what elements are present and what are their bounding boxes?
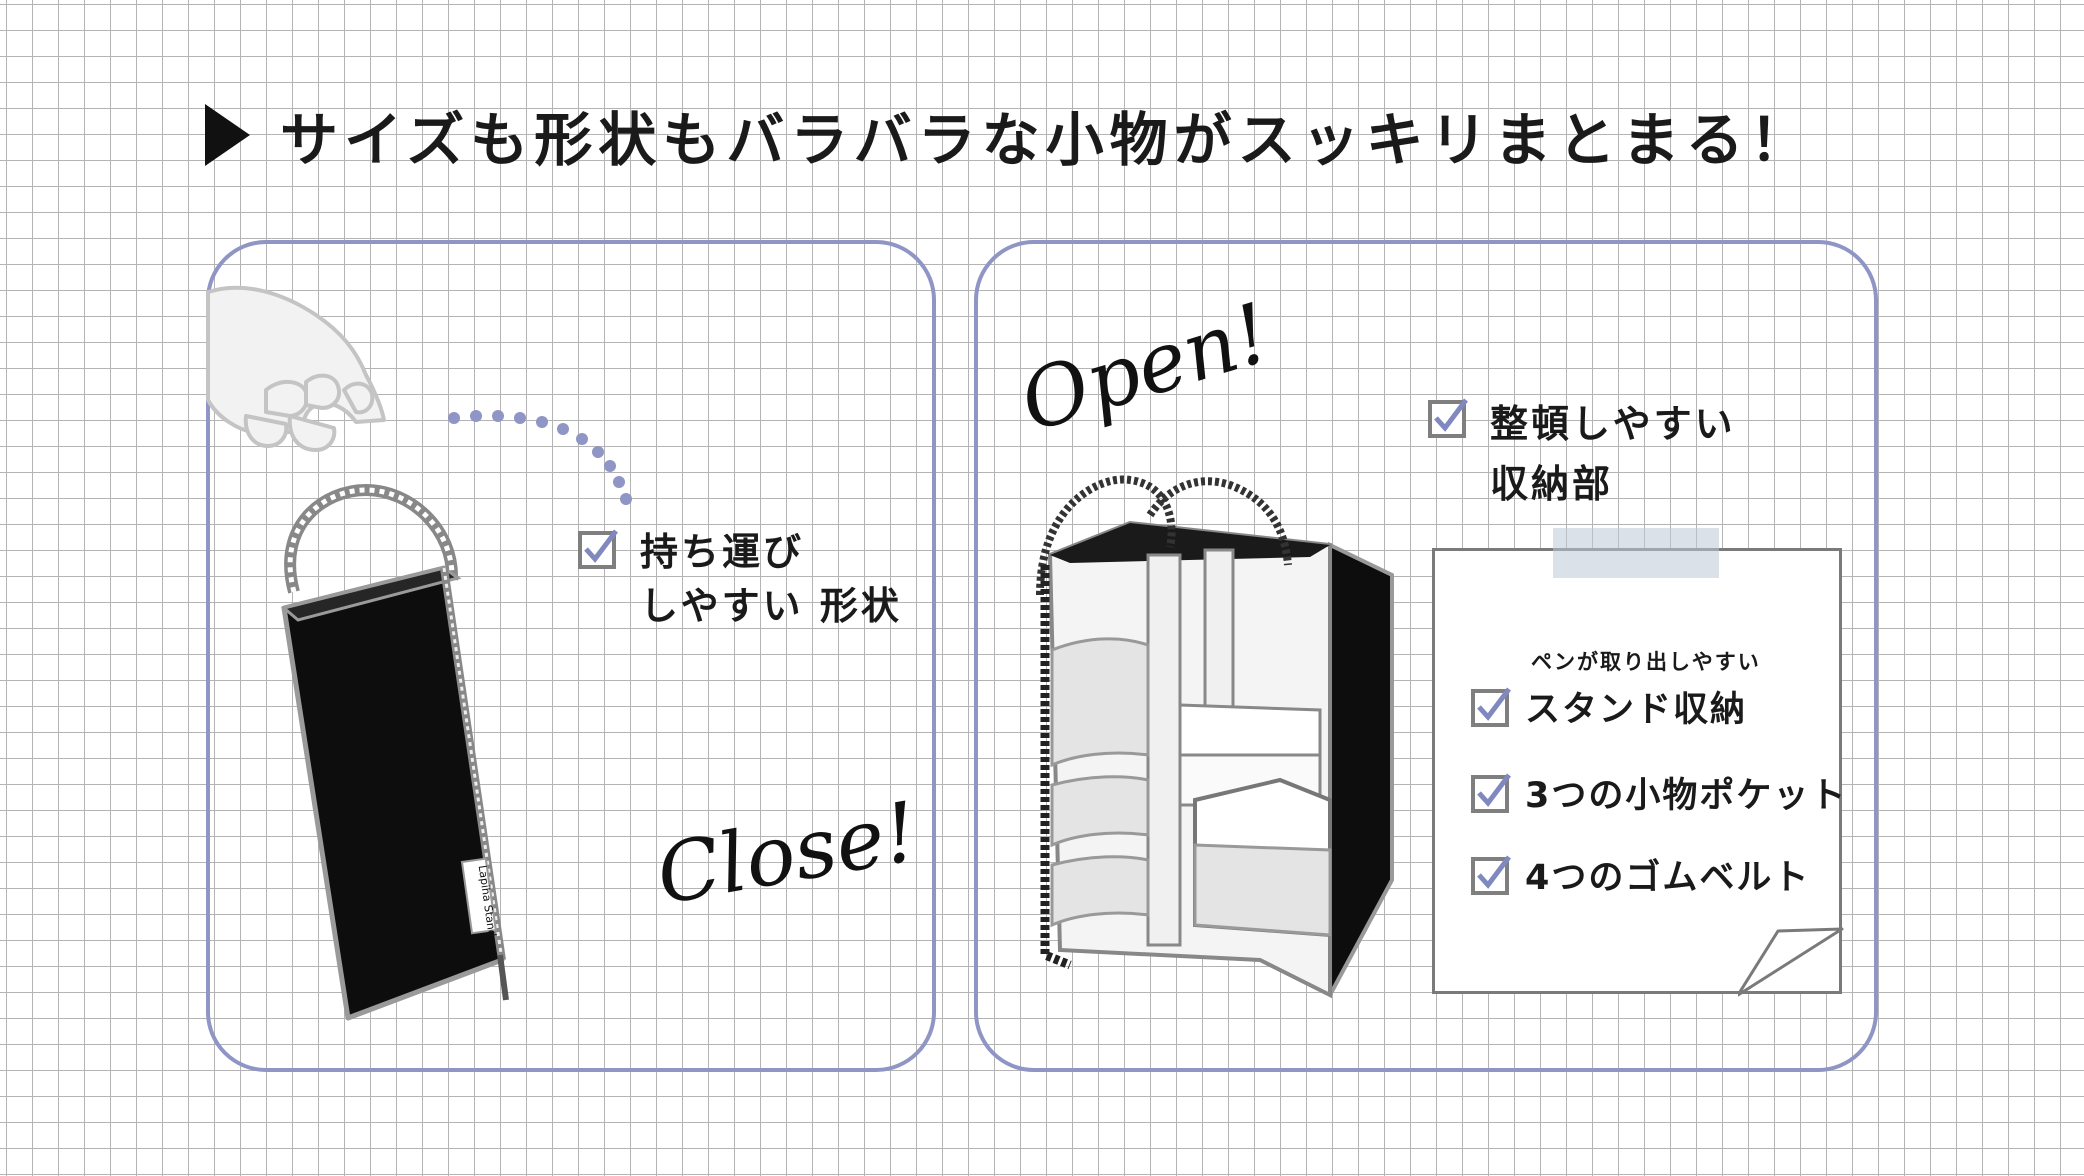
note-item: 3つの小物ポケット (1471, 767, 1847, 818)
open-state-panel (974, 240, 1878, 1072)
open-pouch-illustration (1036, 475, 1394, 999)
note-item: スタンド収納 (1471, 681, 1747, 732)
heading-text: サイズも形状もバラバラな小物がスッキリまとまる！ (280, 106, 1814, 174)
page-heading: サイズも形状もバラバラな小物がスッキリまとまる！ (205, 95, 1814, 175)
note-item-label: 3つの小物ポケット (1525, 776, 1848, 816)
feature-line: 持ち運び (640, 530, 805, 574)
checkbox-icon (1471, 687, 1511, 727)
note-item: 4つのゴムベルト (1471, 849, 1810, 900)
note-sublabel: ペンが取り出しやすい (1531, 650, 1761, 674)
triangle-right-icon (205, 104, 250, 166)
checkbox-icon (1428, 398, 1468, 438)
note-item-label: 4つのゴムベルト (1525, 858, 1811, 898)
tape-strip (1553, 528, 1719, 578)
closed-pouch-illustration: Lapiha Stand (206, 285, 632, 1021)
closed-state-panel (206, 240, 936, 1072)
checkbox-icon (1471, 855, 1511, 895)
sticky-note: ペンが取り出しやすい スタンド収納 3つの小物ポケット 4つのゴムベルト (1432, 548, 1845, 994)
feature-line: しやすい 形状 (640, 584, 902, 628)
portable-shape-feature: 持ち運び しやすい 形状 (578, 525, 902, 633)
note-item-label: スタンド収納 (1525, 690, 1748, 730)
mesh-pocket (1050, 637, 1150, 928)
checkbox-icon (1471, 773, 1511, 813)
checkbox-icon (578, 529, 618, 569)
feature-line: 整頓しやすい (1490, 402, 1736, 446)
organized-storage-feature: 整頓しやすい 収納部 (1428, 394, 1736, 514)
folded-corner-icon (1738, 927, 1844, 997)
hand-icon (206, 285, 386, 452)
feature-line: 収納部 (1490, 462, 1614, 506)
motion-dots-icon (448, 410, 632, 505)
